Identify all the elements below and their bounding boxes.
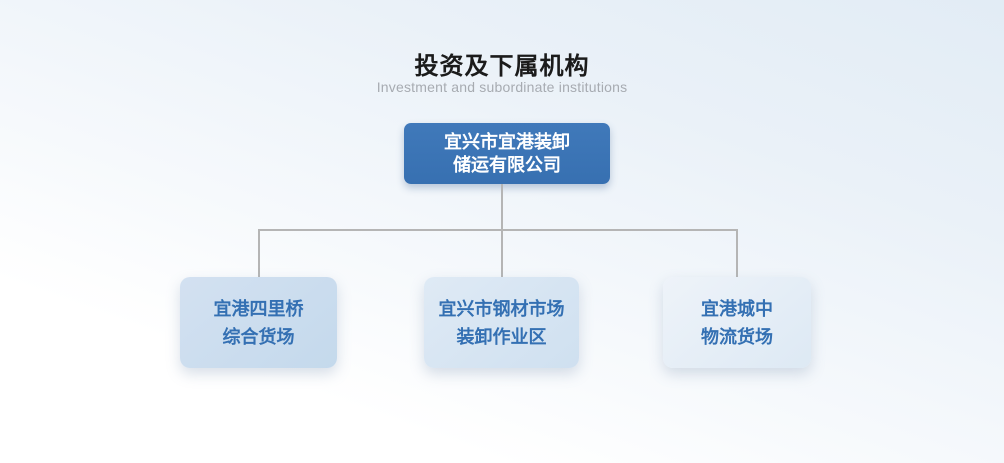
page-subtitle: Investment and subordinate institutions (376, 79, 628, 95)
org-node-child-1-label-line2: 综合货场 (222, 326, 295, 347)
connector-horizontal (258, 229, 738, 231)
org-node-root: 宜兴市宜港装卸 储运有限公司 (404, 123, 610, 184)
connector-drop-child-2 (501, 231, 503, 277)
org-node-root-label-line1: 宜兴市宜港装卸 (444, 131, 570, 152)
org-node-child-2: 宜兴市钢材市场 装卸作业区 (424, 277, 579, 368)
org-node-child-2-label-line2: 装卸作业区 (456, 326, 547, 347)
org-node-root-label-line2: 储运有限公司 (453, 154, 561, 175)
connector-drop-child-3 (736, 231, 738, 277)
org-node-child-3-label-line1: 宜港城中 (701, 298, 773, 319)
page-title: 投资及下属机构 (414, 53, 590, 80)
org-node-child-1: 宜港四里桥 综合货场 (180, 277, 337, 368)
org-node-child-2-label-line1: 宜兴市钢材市场 (438, 298, 565, 319)
org-node-child-3: 宜港城中 物流货场 (663, 277, 811, 368)
connector-drop-child-1 (258, 231, 260, 277)
org-node-child-1-label-line1: 宜港四里桥 (213, 298, 304, 319)
connector-root-stem (501, 184, 503, 230)
org-node-child-3-label-line2: 物流货场 (701, 326, 773, 347)
